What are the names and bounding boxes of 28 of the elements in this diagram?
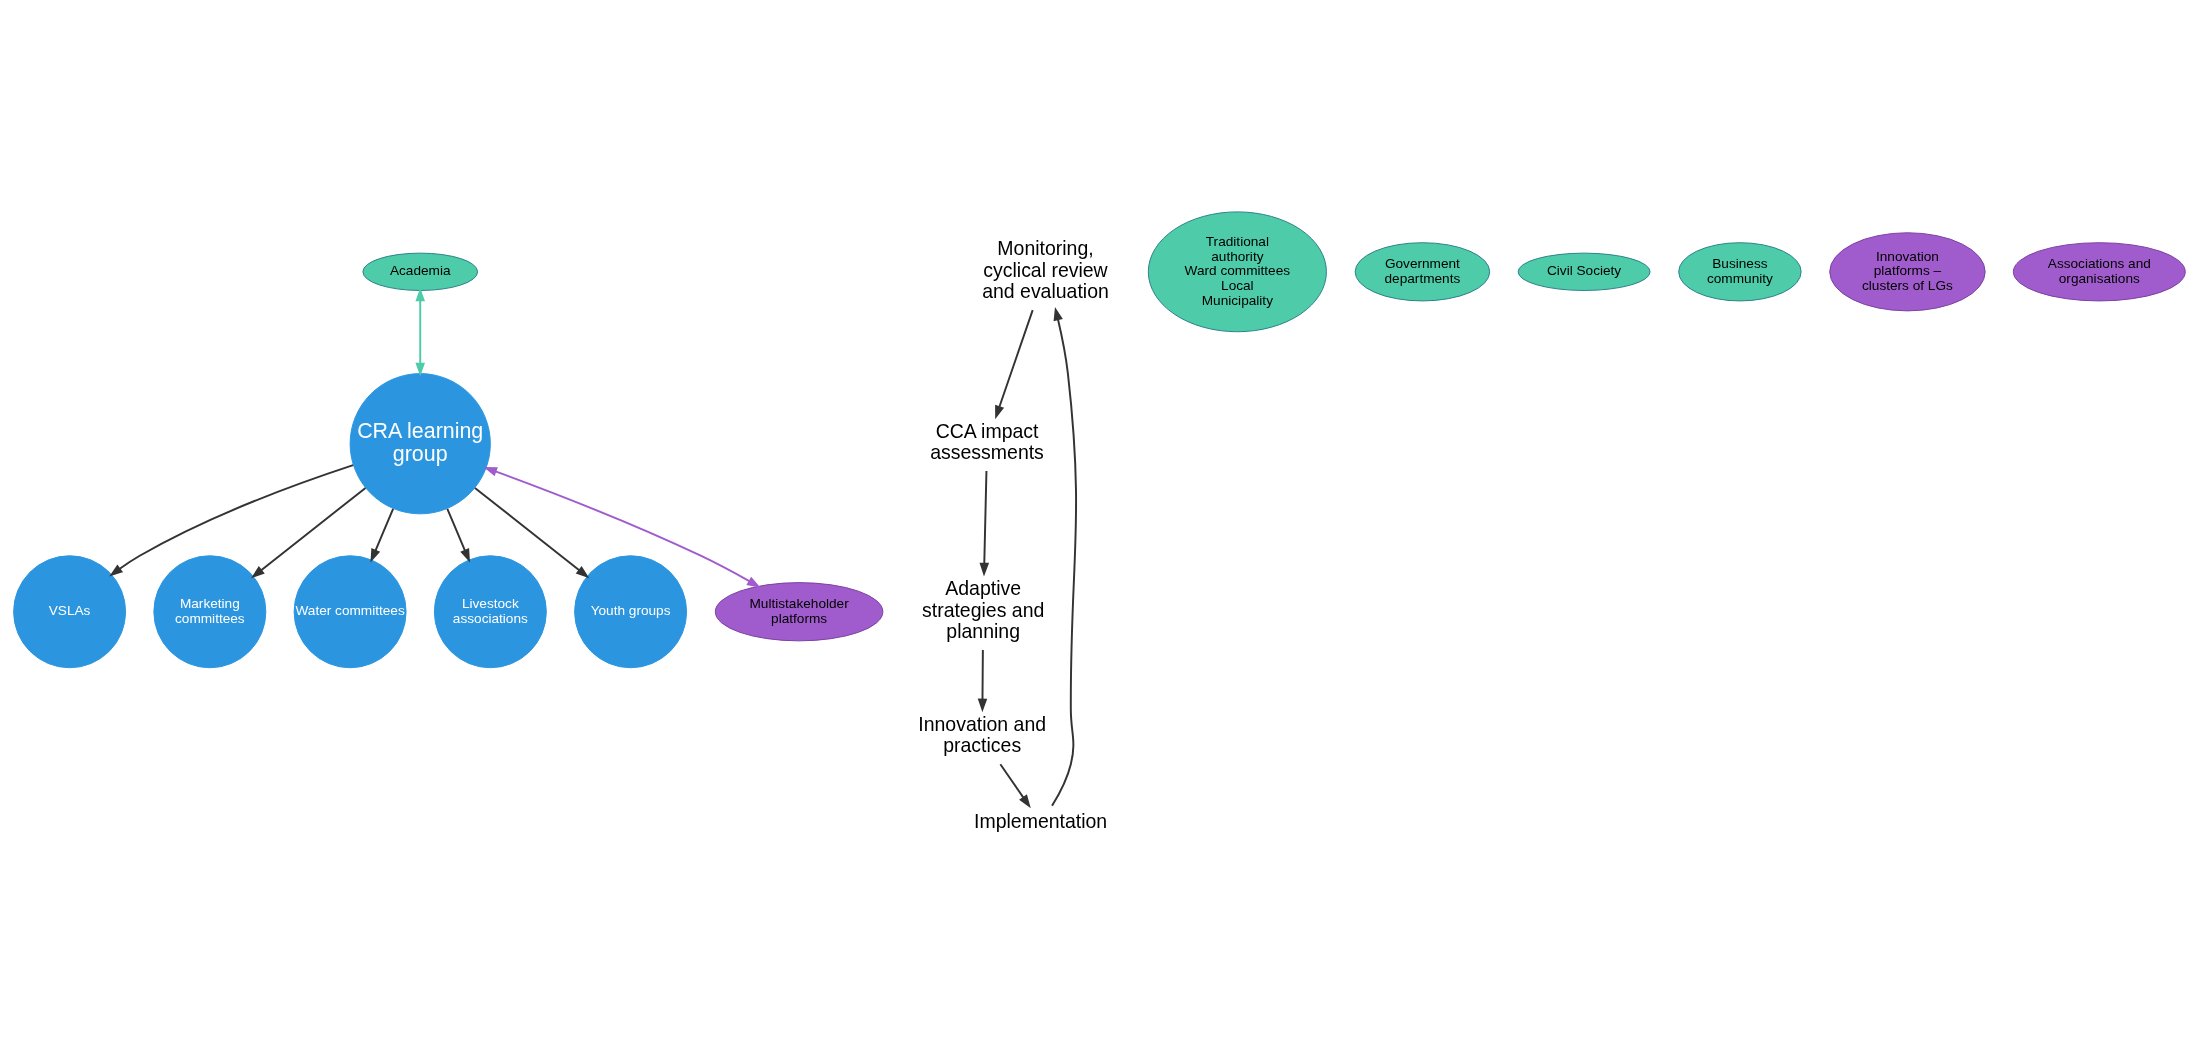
node-ellipse: Government departments [1354,241,1491,301]
arrow [446,507,470,563]
node-text: Monitoring, cyclical review and evaluation [982,236,1109,302]
arrow [483,466,761,588]
node-ellipse: Civil Society [1517,252,1651,291]
arrow [473,486,590,578]
node-ellipse: Innovation platforms – clusters of LGs [1829,231,1986,311]
node-text: CCA impact assessments [930,419,1044,463]
node-ellipse: Traditional authority Ward committees Local Municipality [1147,210,1327,332]
arrow [370,507,395,563]
arrow [1051,306,1077,807]
arrow [999,762,1031,808]
node-circle: CRA learning group [349,372,491,514]
arrow [995,308,1034,419]
arrow [251,486,367,578]
node-circle: Water committees [293,554,407,668]
node-circle: Livestock associations [433,554,547,668]
arrow [109,463,355,576]
node-ellipse: Associations and organisations [2012,241,2186,301]
node-text: Implementation [974,809,1108,832]
node-text: Adaptive strategies and planning [922,576,1045,642]
arrow [977,648,988,712]
arrow [979,469,990,576]
node-ellipse: Business community [1678,241,1802,301]
arrow [415,287,425,376]
node-text: Innovation and practices [918,712,1047,756]
node-ellipse: Multistakeholder platforms [714,581,884,641]
node-ellipse: Academia [362,252,479,291]
